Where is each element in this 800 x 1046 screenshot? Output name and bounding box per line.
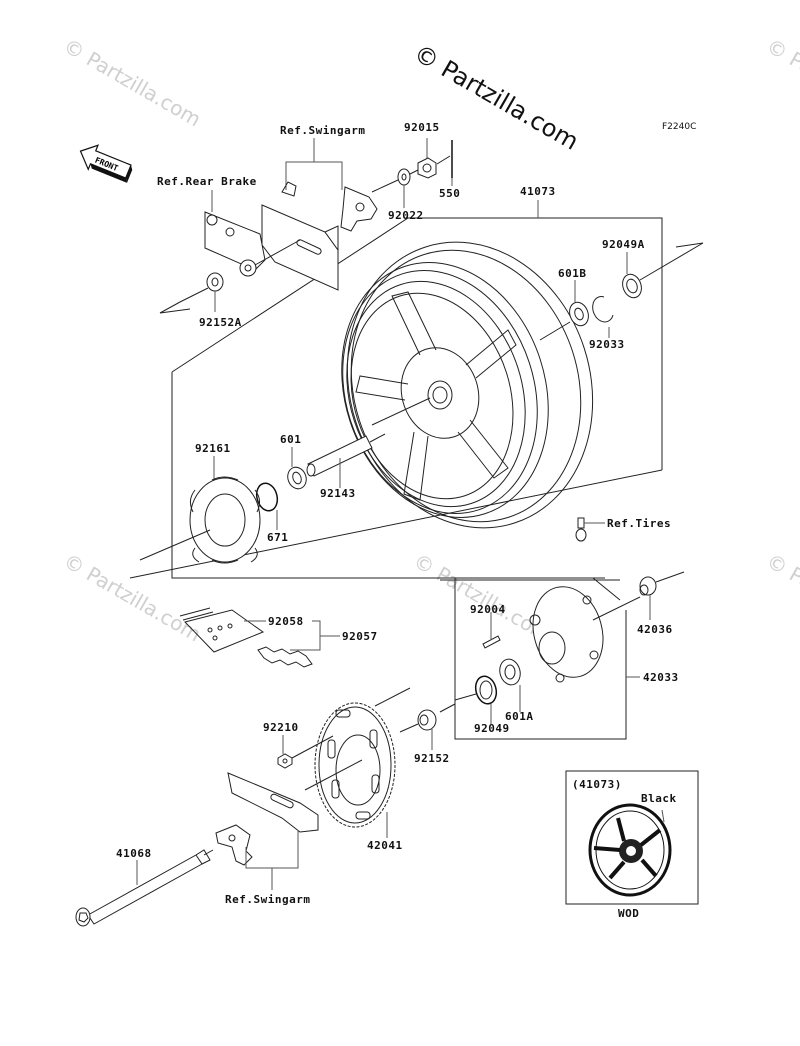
label-92049[interactable]: 92049 [474,722,510,735]
watermark-mid-right: © Partzilla.com [763,549,800,647]
label-92152A[interactable]: 92152A [199,316,242,329]
label-601A[interactable]: 601A [505,710,534,723]
label-601[interactable]: 601 [280,433,301,446]
inset-color-code: WOD [618,907,639,920]
inset-part-ref: (41073) [572,778,622,791]
part-41068-axle [75,849,211,927]
figure-code: F2240C [662,122,696,132]
label-92058[interactable]: 92058 [268,615,304,628]
label-92004[interactable]: 92004 [470,603,506,616]
part-92161-damper [139,456,261,564]
label-92161[interactable]: 92161 [195,442,231,455]
part-labels: Ref.Swingarm Ref.Rear Brake 92015 550 92… [116,121,679,906]
part-42033-coupling [529,586,641,683]
label-ref-swingarm-top[interactable]: Ref.Swingarm [280,124,365,137]
label-42041[interactable]: 42041 [367,839,403,852]
label-42033[interactable]: 42033 [643,671,679,684]
part-42041-sprocket [304,687,411,838]
label-92143[interactable]: 92143 [320,487,356,500]
label-42036[interactable]: 42036 [637,623,673,636]
label-92015[interactable]: 92015 [404,121,440,134]
rear-wheel-41073 [341,241,594,529]
front-arrow-icon: FRONT [79,144,133,183]
tire-valve [575,517,605,542]
hub-bearing-group [454,612,521,725]
label-671[interactable]: 671 [267,531,288,544]
label-ref-swingarm-bottom[interactable]: Ref.Swingarm [225,893,310,906]
ref-swingarm-bottom-group [203,772,319,890]
watermark-main: © Partzilla.com [409,39,583,156]
inset-color-label: Black [641,792,677,805]
label-92057[interactable]: 92057 [342,630,378,643]
watermark-top-left: © Partzilla.com [60,34,206,132]
label-92210[interactable]: 92210 [263,721,299,734]
right-bearing-group [539,242,704,341]
rear-brake-bracket [204,190,266,277]
watermark-top-right: © Partzilla.com [763,34,800,132]
sprocket-fasteners [277,703,456,769]
watermark-mid-left: © Partzilla.com [60,549,206,647]
label-92152[interactable]: 92152 [414,752,450,765]
label-601B[interactable]: 601B [558,267,587,280]
label-550[interactable]: 550 [439,187,460,200]
hub-assembly-frame [440,577,640,740]
drive-chain-group [179,607,340,668]
label-92033[interactable]: 92033 [589,338,625,351]
color-option-inset: (41073) Black WOD [565,770,699,920]
label-41073[interactable]: 41073 [520,185,556,198]
label-92022[interactable]: 92022 [388,209,424,222]
label-92049A[interactable]: 92049A [602,238,645,251]
part-42036 [639,571,685,620]
ref-swingarm-top-group [261,138,378,291]
left-bearing-group [255,433,386,530]
axle-nut-group [371,138,453,208]
label-41068[interactable]: 41068 [116,847,152,860]
label-ref-tires[interactable]: Ref.Tires [607,517,671,530]
part-92152A [159,239,301,314]
label-ref-rear-brake[interactable]: Ref.Rear Brake [157,175,257,188]
